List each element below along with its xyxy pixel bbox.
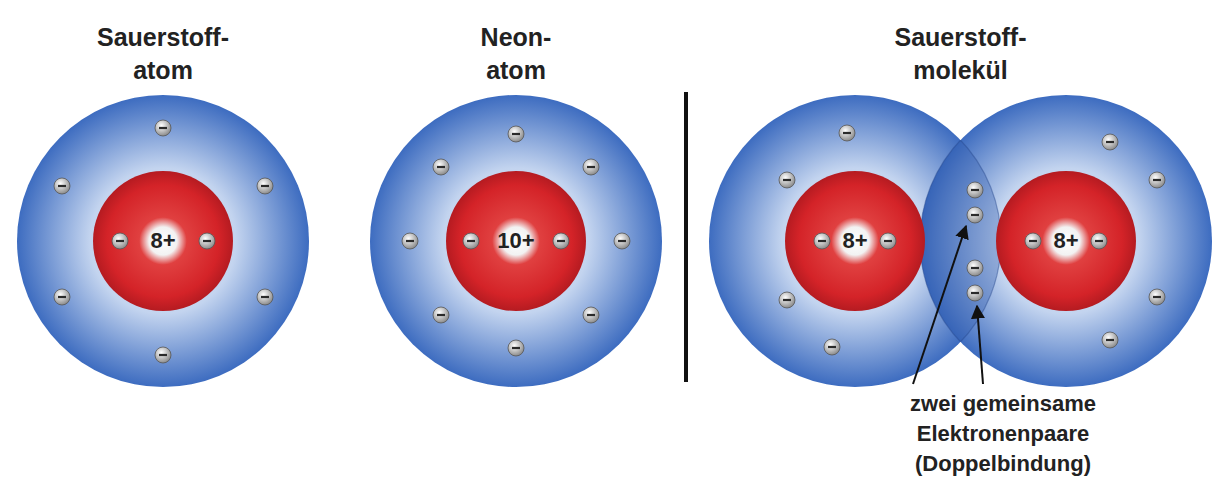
electron [155, 120, 171, 136]
leader-arrow [977, 306, 983, 384]
atom-heading: Neon- atom [481, 21, 552, 87]
electron [814, 233, 830, 249]
electron [583, 307, 599, 323]
electron [614, 233, 630, 249]
callout-text: zwei gemeinsame Elektronenpaare (Doppelb… [901, 389, 1106, 479]
electron [583, 159, 599, 175]
oxygen-atom: Sauerstoff- atom8+ [17, 95, 309, 387]
electron-shell [370, 95, 662, 387]
electron [779, 172, 795, 188]
shared-overlap [920, 95, 1212, 387]
shared-electron [967, 207, 983, 223]
electron [824, 339, 840, 355]
atom-heading: Sauerstoff- molekül [895, 21, 1027, 87]
atom-nucleus [93, 171, 233, 311]
electron [839, 125, 855, 141]
nucleus-charge: 8+ [1053, 228, 1078, 254]
nucleus-charge: 10+ [497, 228, 534, 254]
divider-line [684, 92, 688, 382]
atom-nucleus [996, 171, 1136, 311]
nucleus-label-box: 8+ [996, 171, 1136, 311]
shared-electron [967, 260, 983, 276]
atom-nucleus: 8+ [996, 171, 1136, 311]
electron [463, 233, 479, 249]
atom-heading: Sauerstoff- atom [97, 21, 229, 87]
electron [779, 292, 795, 308]
shared-electron [967, 285, 983, 301]
electron [1025, 233, 1041, 249]
nucleus-label-box: 10+ [446, 171, 586, 311]
electron [199, 233, 215, 249]
nucleus-charge: 8+ [150, 228, 175, 254]
atom-nucleus: 8+ [785, 171, 925, 311]
atom-nucleus: 8+ [93, 171, 233, 311]
electron [553, 233, 569, 249]
atom-nucleus [785, 171, 925, 311]
electron [880, 233, 896, 249]
electron [257, 178, 273, 194]
electron [1102, 332, 1118, 348]
overlap-edge [920, 95, 1212, 387]
nucleus-label-box: 8+ [785, 171, 925, 311]
electron [112, 233, 128, 249]
electron [1149, 172, 1165, 188]
electron [508, 340, 524, 356]
electron [155, 347, 171, 363]
nucleus-label-box: 8+ [93, 171, 233, 311]
electron [54, 289, 70, 305]
electron [54, 178, 70, 194]
nucleus-charge: 8+ [842, 228, 867, 254]
shared-electron [967, 182, 983, 198]
electron [257, 289, 273, 305]
oxygen-molecule: Sauerstoff- molekül8+8+ [709, 95, 1212, 387]
electron-shell [17, 95, 309, 387]
atom-nucleus [446, 171, 586, 311]
electron [402, 233, 418, 249]
electron [508, 126, 524, 142]
overlap-edge [709, 95, 1001, 387]
leader-arrow [913, 226, 966, 384]
electron [433, 159, 449, 175]
electron [1102, 134, 1118, 150]
neon-atom: Neon- atom10+ [370, 95, 662, 387]
electron-shell [920, 95, 1212, 387]
electron [433, 307, 449, 323]
electron [1091, 233, 1107, 249]
atom-nucleus: 10+ [446, 171, 586, 311]
electron [1149, 289, 1165, 305]
